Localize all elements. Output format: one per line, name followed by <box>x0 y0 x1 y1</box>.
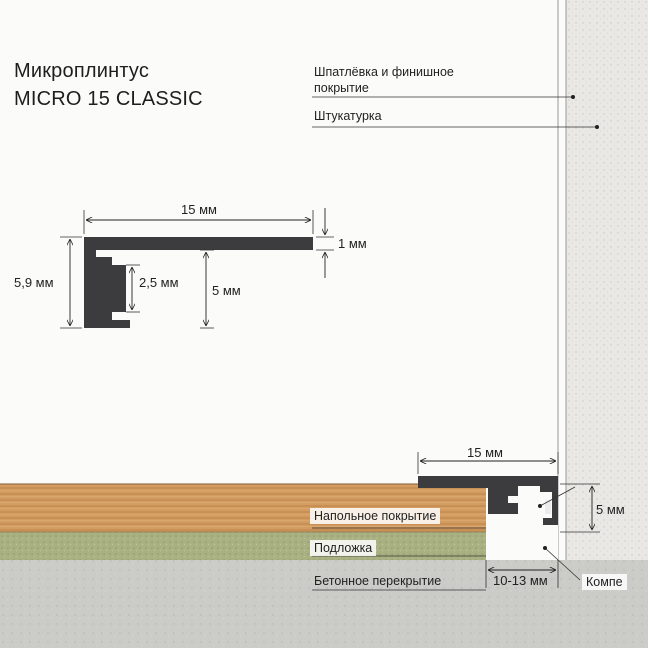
dim-floor-height: 5 мм <box>596 502 625 517</box>
label-slab: Бетонное перекрытие <box>314 574 442 588</box>
label-compensator: Компе <box>582 574 627 590</box>
dim-thickness: 1 мм <box>338 236 367 251</box>
leader-dot-plaster <box>595 125 599 129</box>
leader-dot-finish <box>571 95 575 99</box>
label-flooring: Напольное покрытие <box>310 508 441 524</box>
dim-floor-width: 15 мм <box>467 445 503 460</box>
title-line2: MICRO 15 CLASSIC <box>14 88 203 110</box>
label-underlay: Подложка <box>310 540 377 556</box>
dim-gap: 10-13 мм <box>493 573 548 588</box>
leader-dot-compensator <box>543 546 547 550</box>
profile-cross-section <box>84 237 313 328</box>
title-line1: Микроплинтус <box>14 60 150 82</box>
underlay-layer <box>0 532 486 560</box>
concrete-slab <box>0 560 648 648</box>
dim-slot: 2,5 мм <box>139 275 179 290</box>
installed-profile <box>418 476 558 525</box>
label-finish-layer: Шпатлёвка и финишное покрытие <box>314 65 454 95</box>
wall-plaster <box>566 0 648 570</box>
dim-profile-width: 15 мм <box>181 202 217 217</box>
dim-inner-height: 5 мм <box>212 283 241 298</box>
label-plaster: Штукатурка <box>314 109 382 123</box>
dim-profile-height: 5,9 мм <box>14 275 54 290</box>
